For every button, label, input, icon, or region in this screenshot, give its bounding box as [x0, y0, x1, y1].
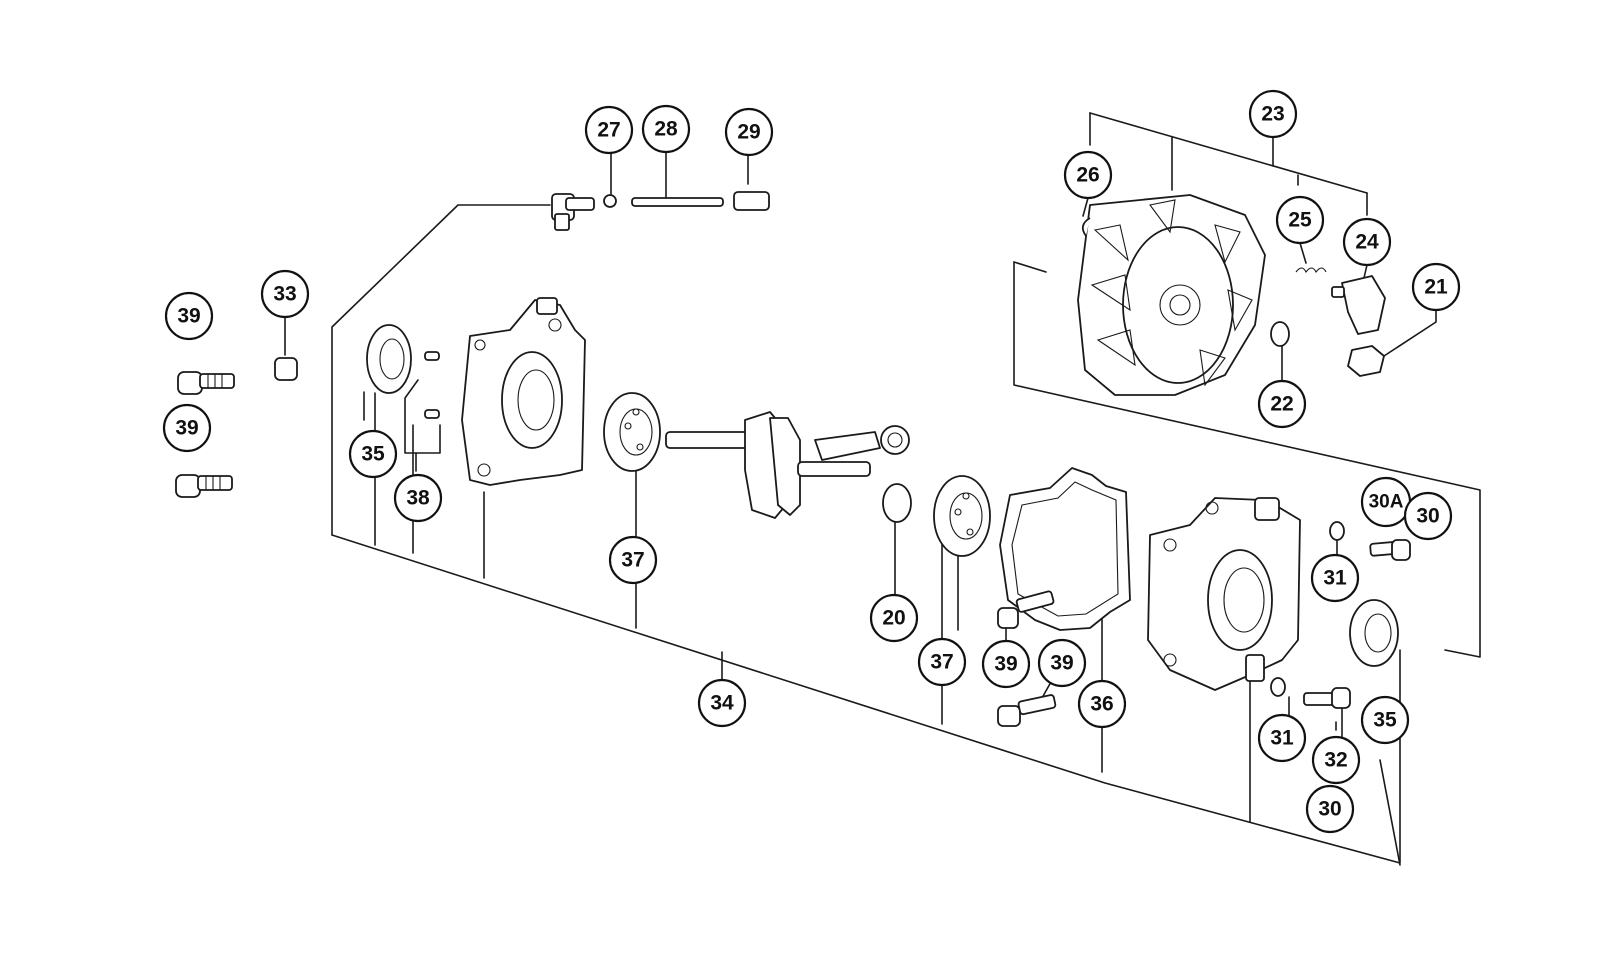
svg-text:35: 35 [1373, 709, 1397, 732]
crankcase-right-part [1147, 497, 1301, 691]
callout-21[interactable]: 21 [1411, 262, 1461, 312]
callout-35-left[interactable]: 35 [348, 429, 398, 479]
svg-text:31: 31 [1323, 567, 1347, 590]
parts [175, 191, 1411, 727]
callout-36[interactable]: 36 [1077, 679, 1127, 729]
svg-text:24: 24 [1355, 231, 1379, 254]
pawl-part [1331, 275, 1386, 335]
flywheel-part [1077, 194, 1266, 396]
pin-part-upper [424, 351, 440, 361]
callout-39-gasket-lower[interactable]: 39 [1037, 638, 1087, 688]
nut-part-flywheel [1347, 345, 1385, 377]
callout-31-upper[interactable]: 31 [1310, 553, 1360, 603]
svg-text:37: 37 [930, 651, 953, 674]
callout-39-lower-left[interactable]: 39 [162, 403, 212, 453]
callout-23[interactable]: 23 [1248, 89, 1298, 139]
callout-30a[interactable]: 30A [1360, 476, 1412, 528]
clip-part-flywheel [1081, 217, 1091, 237]
bolt-part-gasket-upper [997, 590, 1055, 629]
callouts: 27 28 29 23 26 25 24 21 22 33 39 39 35 3… [162, 89, 1461, 834]
bolt-part-upper-left [177, 371, 235, 395]
clip-part [603, 194, 617, 208]
svg-text:28: 28 [654, 118, 678, 141]
fuel-fitting-part [551, 193, 595, 231]
pin-part-lower [424, 409, 440, 419]
svg-text:39: 39 [175, 417, 198, 440]
washer-part-upper [1329, 521, 1345, 541]
callout-34[interactable]: 34 [697, 678, 747, 728]
bolt-part-gasket-lower [997, 694, 1057, 727]
callout-27[interactable]: 27 [584, 105, 634, 155]
callout-35-right[interactable]: 35 [1360, 695, 1410, 745]
bearing-part-left [603, 392, 661, 472]
svg-text:27: 27 [597, 119, 620, 142]
nut-part [274, 357, 298, 381]
callout-24[interactable]: 24 [1342, 217, 1392, 267]
callout-30-upper[interactable]: 30 [1403, 491, 1453, 541]
callout-25[interactable]: 25 [1275, 195, 1325, 245]
spring-part [1295, 267, 1327, 274]
callout-33[interactable]: 33 [260, 269, 310, 319]
callout-38[interactable]: 38 [393, 473, 443, 523]
washer-part-flywheel [1270, 321, 1290, 347]
callout-29[interactable]: 29 [724, 107, 774, 157]
callout-22[interactable]: 22 [1257, 379, 1307, 429]
gasket-part [999, 467, 1131, 631]
o-ring-part [882, 483, 912, 523]
callout-32[interactable]: 32 [1311, 735, 1361, 785]
seal-part-right [1349, 599, 1399, 667]
callout-28[interactable]: 28 [641, 104, 691, 154]
rod-part [631, 197, 724, 207]
callout-20[interactable]: 20 [869, 593, 919, 643]
svg-text:35: 35 [361, 443, 385, 466]
svg-text:30: 30 [1416, 505, 1439, 528]
bolt-part-lower-left [175, 474, 233, 498]
svg-text:30: 30 [1318, 798, 1341, 821]
callout-31-lower[interactable]: 31 [1257, 713, 1307, 763]
svg-text:30A: 30A [1369, 492, 1404, 513]
svg-text:38: 38 [406, 487, 430, 510]
svg-text:21: 21 [1424, 276, 1448, 299]
callout-30-lower[interactable]: 30 [1305, 784, 1355, 834]
screw-part-upper-right [1369, 539, 1411, 561]
svg-text:23: 23 [1261, 103, 1284, 126]
svg-text:39: 39 [994, 653, 1017, 676]
svg-text:37: 37 [621, 549, 644, 572]
seal-part-left [366, 324, 412, 394]
svg-text:32: 32 [1324, 749, 1347, 772]
svg-text:25: 25 [1288, 209, 1312, 232]
callout-39-upper-left[interactable]: 39 [164, 291, 214, 341]
callout-39-gasket-upper[interactable]: 39 [981, 639, 1031, 689]
svg-text:29: 29 [737, 121, 760, 144]
callout-26[interactable]: 26 [1063, 150, 1113, 200]
svg-text:31: 31 [1270, 727, 1294, 750]
svg-text:34: 34 [710, 692, 734, 715]
screw-part-lower-right [1303, 687, 1351, 709]
callout-37-left[interactable]: 37 [608, 535, 658, 585]
svg-text:36: 36 [1090, 693, 1113, 716]
svg-text:39: 39 [1050, 652, 1073, 675]
callout-37-right[interactable]: 37 [917, 637, 967, 687]
bearing-part-right [933, 475, 991, 557]
crankshaft-part [665, 411, 910, 519]
svg-text:22: 22 [1270, 393, 1293, 416]
svg-text:26: 26 [1076, 164, 1099, 187]
svg-text:39: 39 [177, 305, 200, 328]
svg-text:33: 33 [273, 283, 296, 306]
sleeve-part [733, 191, 770, 211]
crankcase-left-part [461, 297, 586, 486]
svg-text:20: 20 [882, 607, 905, 630]
washer-part-lower [1270, 677, 1286, 697]
